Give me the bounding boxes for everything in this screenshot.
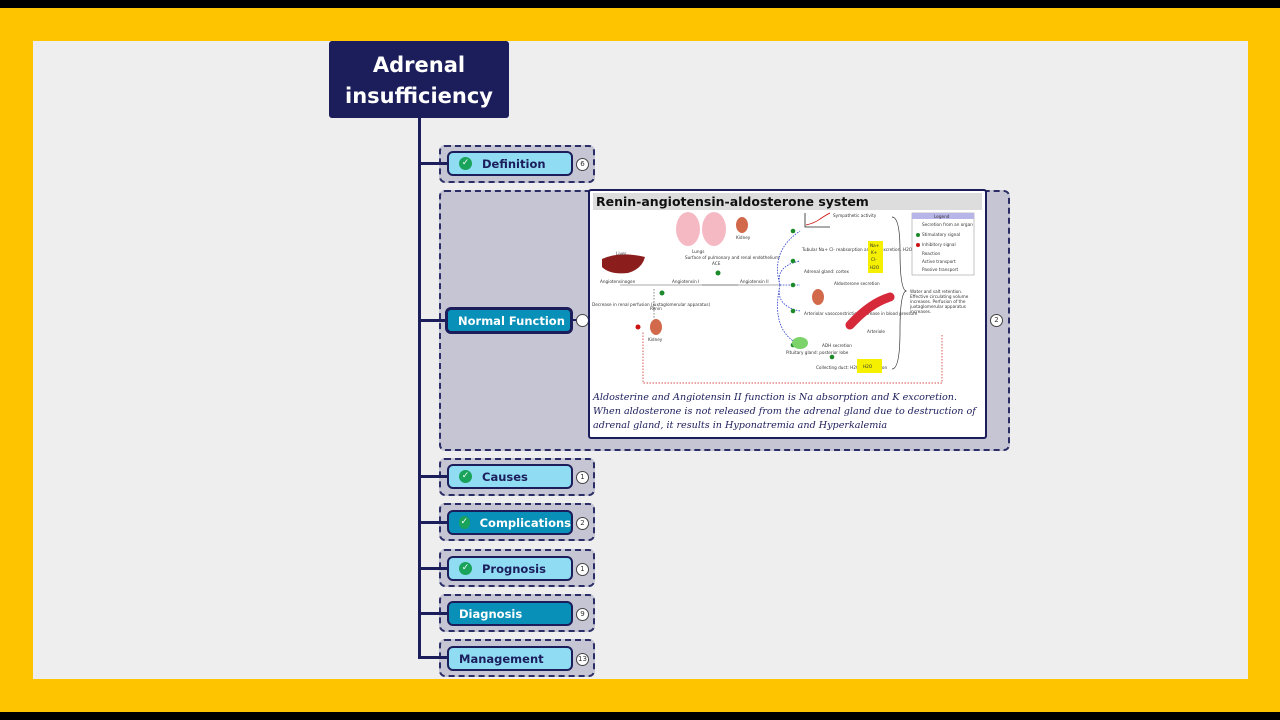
legend-title: Legend (934, 214, 950, 219)
collapse-count-badge[interactable]: 9 (576, 608, 589, 621)
lungs-icon (676, 212, 700, 246)
connector-branch (418, 475, 448, 478)
raas-card[interactable]: Renin-angiotensin-aldosterone system Liv… (588, 189, 987, 439)
brace (891, 216, 908, 370)
diagram-label: Water and salt retention. Effective circ… (910, 289, 969, 314)
graph-curve (805, 212, 831, 226)
connector-branch (418, 567, 448, 570)
collapse-count-badge[interactable]: 13 (576, 653, 589, 666)
topic-management[interactable]: Management (447, 646, 573, 671)
kidney-icon (736, 217, 748, 233)
kidney-icon (650, 319, 662, 335)
topic-complications[interactable]: ✓ Complications (447, 510, 573, 535)
card-caption: Aldosterine and Angiotensin II function … (593, 392, 976, 431)
stimulatory-icon (659, 290, 665, 296)
root-topic[interactable]: Adrenal insufficiency (329, 41, 509, 118)
stimulatory-icon (916, 233, 920, 237)
diagram-label: Sympathetic activity (833, 213, 877, 218)
stimulatory-icon (790, 308, 796, 314)
legend-item: Stimulatory signal (922, 232, 960, 237)
diagram-label: Renin (650, 306, 662, 311)
stimulatory-icon (790, 258, 796, 264)
topic-causes[interactable]: ✓ Causes (447, 464, 573, 489)
pituitary-icon (792, 337, 808, 349)
topic-label: Diagnosis (459, 606, 523, 621)
connector-trunk (418, 118, 421, 658)
stimulatory-icon (829, 354, 835, 360)
check-icon: ✓ (459, 562, 472, 575)
diagram-label: Angiotensin I (672, 279, 699, 284)
topic-diagnosis[interactable]: Diagnosis (447, 601, 573, 626)
topic-definition[interactable]: ✓ Definition (447, 151, 573, 176)
arteriole-icon (845, 292, 895, 330)
legend-item: Passive transport (922, 267, 959, 272)
diagram-label: Tubular Na+ Cl- reabsorption and K+ excr… (801, 247, 933, 252)
connector-branch (418, 162, 448, 165)
signal-branches (777, 230, 801, 346)
check-icon: ✓ (459, 157, 472, 170)
diagram-label: ACE (712, 261, 721, 266)
collapse-count-badge[interactable]: 1 (576, 563, 589, 576)
feedback-loop (642, 331, 943, 384)
diagram-label: Angiotensinogen (600, 279, 636, 284)
stimulatory-icon (715, 270, 721, 276)
legend-item: Inhibitory signal (922, 242, 956, 247)
collapse-count-badge[interactable]: 6 (576, 158, 589, 171)
topic-label: Prognosis (482, 561, 546, 576)
topic-label: Causes (482, 469, 528, 484)
diagram-label: H2O (863, 364, 873, 369)
diagram-label: Collecting duct: H2O reabsorption (816, 365, 887, 370)
check-icon: ✓ (459, 470, 472, 483)
collapse-count-badge[interactable]: 2 (990, 314, 1003, 327)
stimulatory-icon (790, 228, 796, 234)
diagram-label: Angiotensin II (740, 279, 769, 284)
diagram-label: Liver (616, 251, 627, 256)
connector-branch (418, 319, 448, 322)
diagram-label: Kidney (648, 337, 663, 342)
liver-icon (602, 254, 645, 274)
legend-item: Secretion from an organ (922, 222, 973, 227)
diagram-label: Cl- (871, 257, 877, 262)
topic-prognosis[interactable]: ✓ Prognosis (447, 556, 573, 581)
connector-branch (418, 521, 448, 524)
collapse-count-badge[interactable]: 2 (576, 517, 589, 530)
connector-branch (418, 612, 448, 615)
diagram-label: Surface of pulmonary and renal endotheli… (685, 255, 780, 260)
diagram-label: Adrenal gland: cortex (804, 269, 850, 274)
diagram-label: Decrease in renal perfusion (juxtaglomer… (592, 302, 711, 307)
inhibitory-icon (635, 324, 641, 330)
diagram-label: Arteriole (867, 329, 885, 334)
diagram-label: K+ (871, 250, 878, 255)
topic-label: Management (459, 651, 544, 666)
diagram-label: Pituitary gland: posterior lobe (786, 350, 849, 355)
diagram-label: H2O (870, 265, 880, 270)
inhibitory-icon (916, 243, 920, 247)
check-icon: ✓ (459, 516, 470, 529)
topic-normal-function[interactable]: Normal Function (445, 307, 573, 334)
topic-label: Normal Function (458, 313, 565, 328)
diagram-label: Lungs (692, 249, 704, 254)
diagram-label: ADH secretion (822, 343, 852, 348)
stimulatory-icon (790, 282, 796, 288)
legend-box (911, 212, 975, 276)
legend-item: Active transport (922, 259, 956, 264)
topic-label: Definition (482, 156, 546, 171)
card-title: Renin-angiotensin-aldosterone system (593, 193, 982, 210)
duct-icon (857, 359, 882, 373)
legend-item: Reaction (922, 251, 941, 256)
diagram-label: Na+ (870, 243, 880, 248)
raas-diagram: Liver Angiotensinogen Lungs Surface of p… (592, 212, 975, 384)
graph-axes (804, 213, 830, 228)
topic-label: Complications (479, 515, 571, 530)
legend-header (912, 213, 974, 219)
lungs-icon (702, 212, 726, 246)
yellow-frame: Adrenal insufficiency ✓ Definition 6 Nor… (0, 8, 1280, 712)
mindmap-canvas: Adrenal insufficiency ✓ Definition 6 Nor… (33, 41, 1248, 679)
adrenal-gland-icon (812, 289, 824, 305)
tubule-icon (868, 241, 883, 273)
diagram-label: Kidney (736, 235, 751, 240)
diagram-label: Aldosterone secretion (834, 281, 880, 286)
connector-branch (418, 656, 448, 659)
collapse-count-badge[interactable]: 1 (576, 471, 589, 484)
